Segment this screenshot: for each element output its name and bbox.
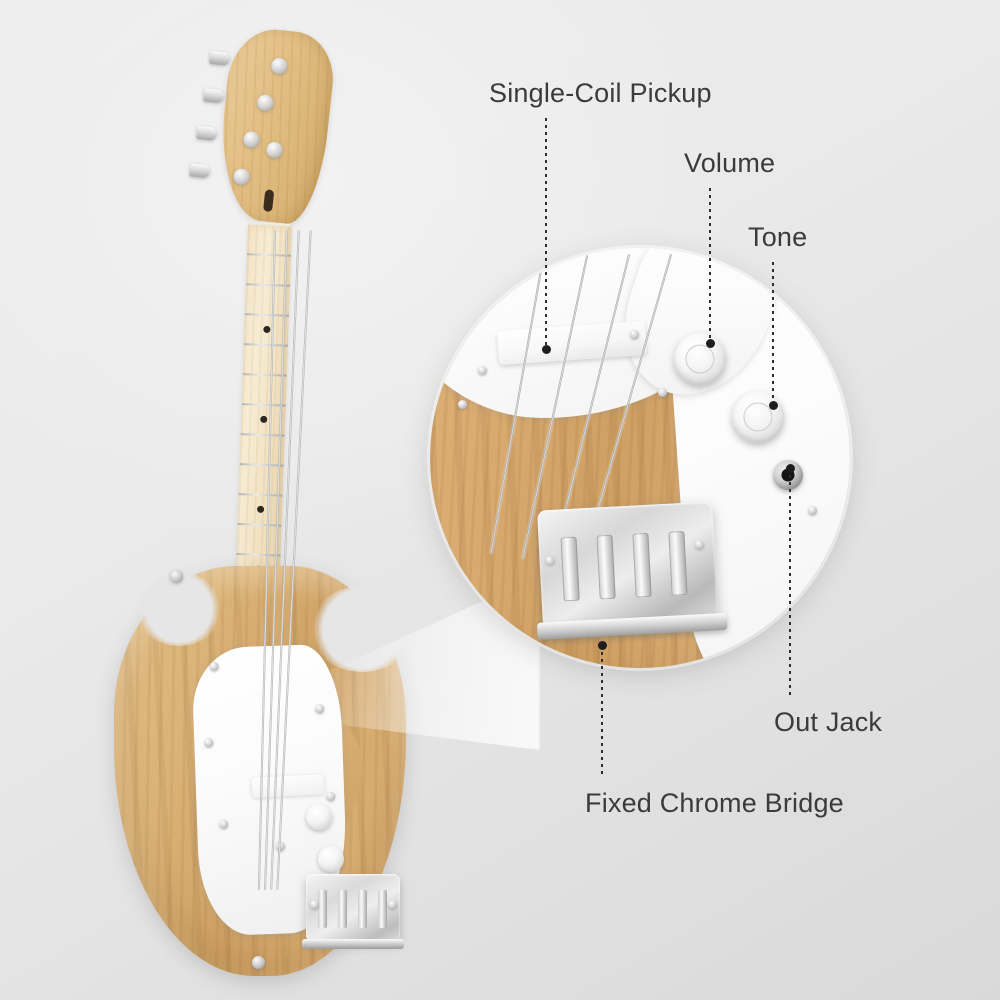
- volume-knob[interactable]: [674, 333, 726, 385]
- tuner-post-5: [232, 167, 251, 186]
- headstock: [189, 25, 338, 227]
- fret-inlay: [262, 325, 271, 334]
- tone-knob[interactable]: [318, 846, 344, 872]
- tuner-peg-1: [209, 50, 231, 66]
- tuner-peg-3: [196, 125, 218, 141]
- bass-guitar-full-view: [100, 18, 420, 983]
- callout-label-fixed-chrome-bridge: Fixed Chrome Bridge: [585, 788, 844, 818]
- tuner-peg-4: [189, 163, 211, 179]
- tuner-peg-2: [203, 88, 225, 104]
- tone-knob[interactable]: [732, 391, 784, 443]
- callout-label-tone: Tone: [748, 222, 808, 252]
- tuner-post-2: [256, 94, 275, 112]
- string-tree: [263, 189, 275, 213]
- callout-label-single-coil-pickup: Single-Coil Pickup: [489, 78, 712, 108]
- detail-zoom-inset: [430, 248, 850, 668]
- fret-inlay: [256, 505, 264, 513]
- tuner-post-4: [265, 141, 284, 159]
- fixed-chrome-bridge: [302, 874, 404, 949]
- tuner-post-1: [270, 57, 289, 75]
- strap-button-bottom: [252, 956, 265, 969]
- fret-inlay: [259, 415, 267, 424]
- volume-knob[interactable]: [306, 804, 332, 830]
- callout-label-out-jack: Out Jack: [774, 707, 883, 737]
- tuner-post-3: [242, 130, 261, 149]
- strap-button-top: [170, 570, 183, 583]
- fixed-chrome-bridge: [536, 501, 728, 640]
- callout-label-volume: Volume: [684, 148, 776, 178]
